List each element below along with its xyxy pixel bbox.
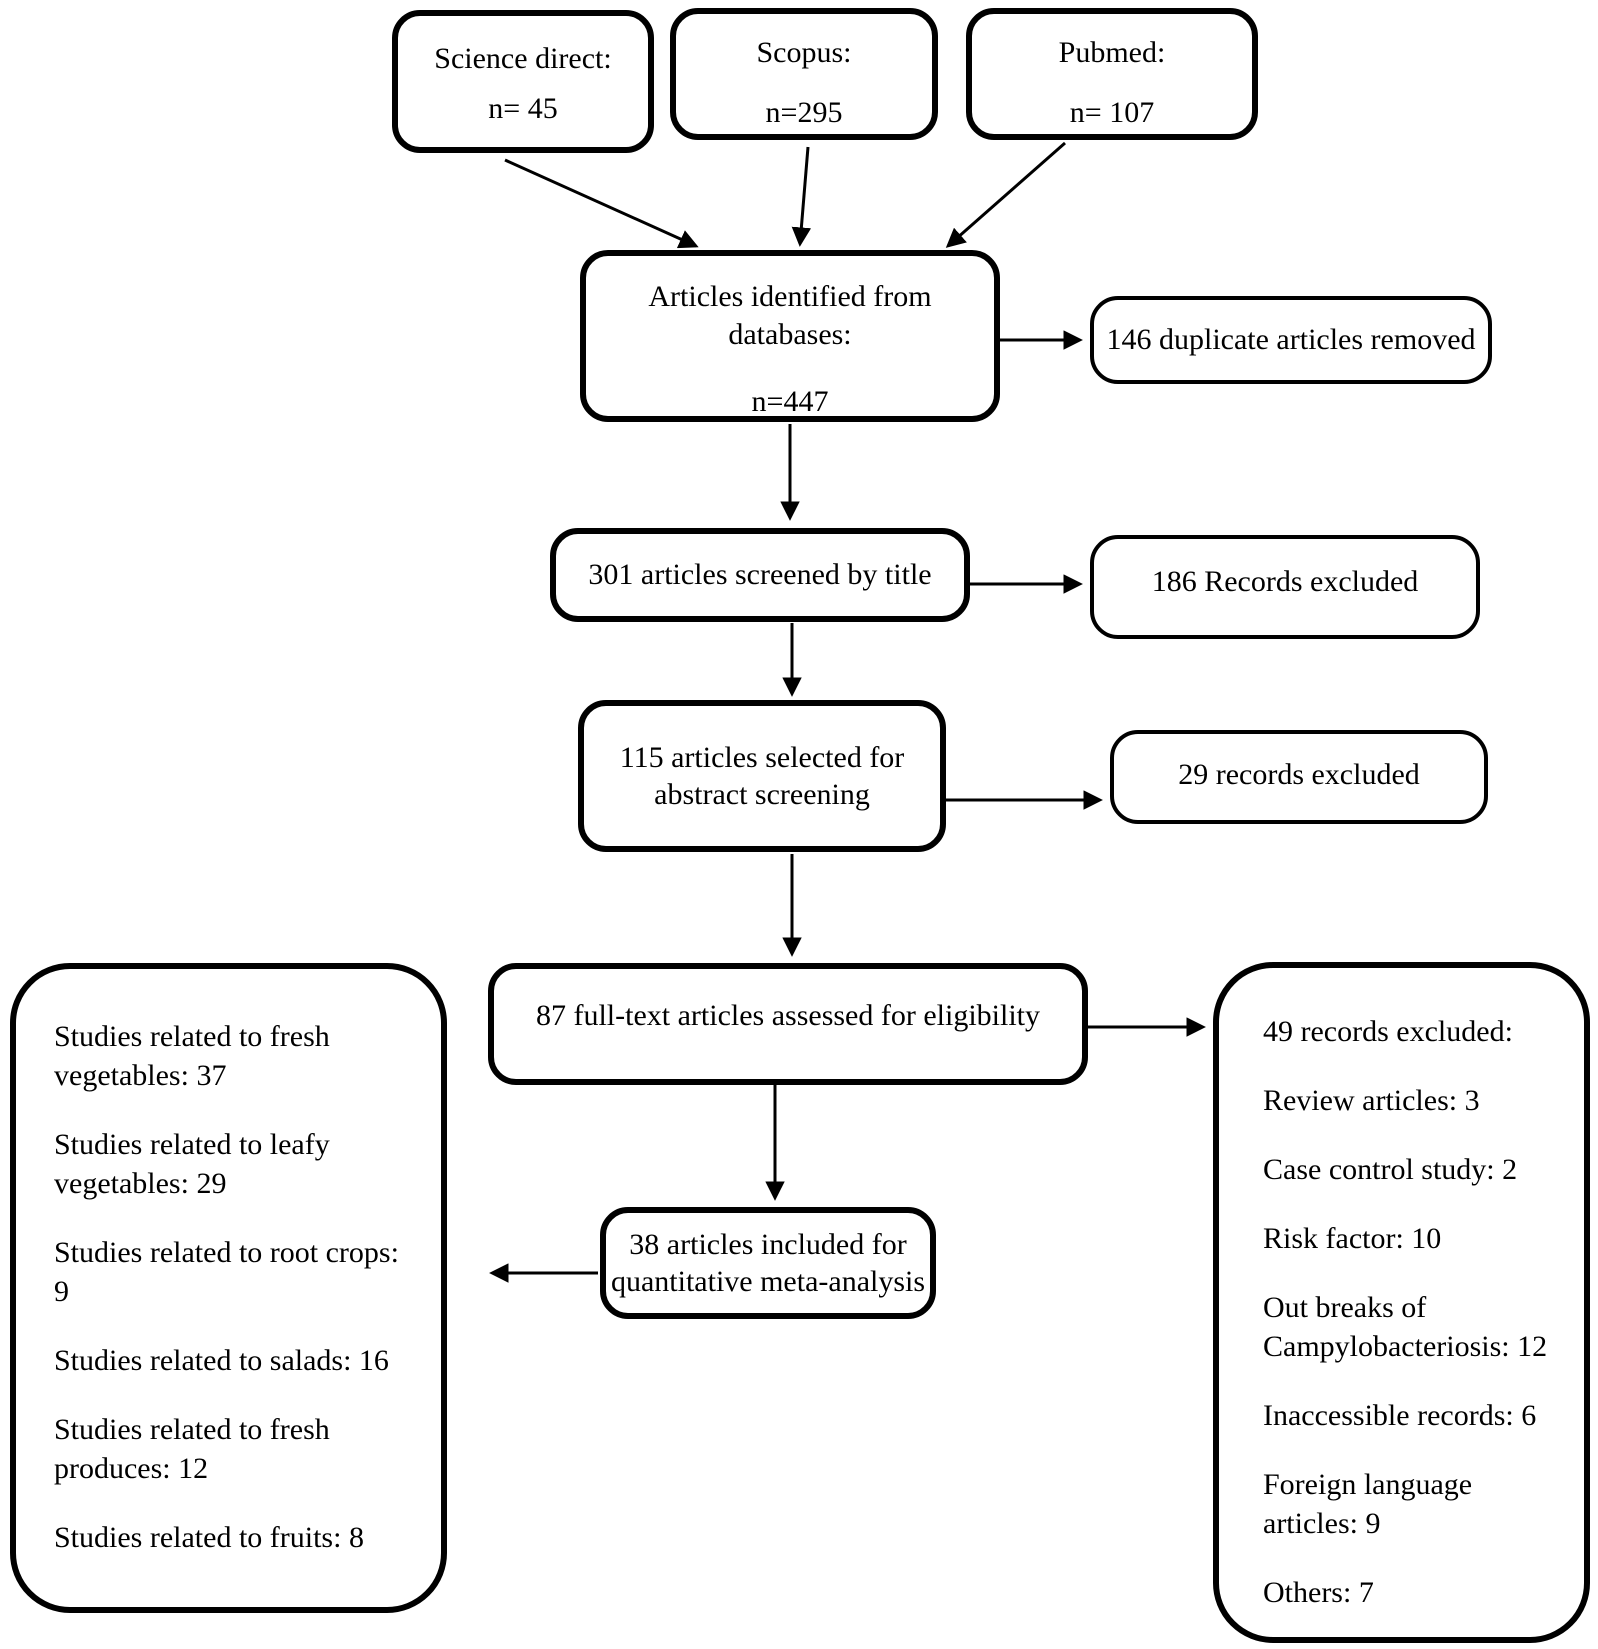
excluded-49-item: Out breaks of Campylobacteriosis: 12: [1263, 1291, 1548, 1363]
box-excluded-29: 29 records excluded: [1110, 730, 1488, 824]
excluded-49-item: Risk factor: 10: [1263, 1222, 1442, 1255]
excluded-186-text: 186 Records excluded: [1151, 565, 1419, 598]
study-category-item: Studies related to salads: 16: [54, 1344, 389, 1377]
included-meta-line1: 38 articles included for: [629, 1227, 907, 1261]
box-included-meta-analysis: 38 articles included for quantitative me…: [600, 1207, 936, 1319]
excluded-49-item: Review articles: 3: [1263, 1084, 1480, 1117]
box-articles-identified: Articles identified from databases: n=44…: [580, 250, 1000, 422]
scopus-count: n=295: [765, 95, 843, 129]
box-duplicates-removed: 146 duplicate articles removed: [1090, 296, 1492, 384]
study-category-item: Studies related to fruits: 8: [54, 1521, 364, 1554]
pubmed-count: n= 107: [1069, 95, 1155, 129]
excluded-49-item: Inaccessible records: 6: [1263, 1399, 1537, 1432]
included-meta-line2: quantitative meta-analysis: [610, 1265, 926, 1298]
excluded-49-item: Others: 7: [1263, 1576, 1374, 1609]
box-fulltext-eligibility: 87 full-text articles assessed for eligi…: [488, 963, 1088, 1085]
box-study-categories: Studies related to fresh vegetables: 37 …: [10, 963, 447, 1613]
fulltext-eligibility-text: 87 full-text articles assessed for eligi…: [535, 999, 1041, 1032]
scopus-label: Scopus:: [756, 36, 852, 69]
arrow-scopus-to-identified: [791, 146, 812, 247]
arrow-pubmed-to-identified: [945, 141, 1066, 248]
duplicates-removed-text: 146 duplicate articles removed: [1106, 323, 1476, 357]
box-abstract-screening: 115 articles selected for abstract scree…: [578, 700, 946, 852]
box-screened-by-title: 301 articles screened by title: [550, 528, 970, 622]
excluded-49-item: 49 records excluded:: [1263, 1015, 1513, 1048]
box-excluded-49: 49 records excluded: Review articles: 3 …: [1213, 962, 1590, 1643]
excluded-29-text: 29 records excluded: [1178, 758, 1420, 791]
science-direct-count: n= 45: [488, 91, 558, 125]
abstract-screening-line1: 115 articles selected for: [619, 740, 905, 774]
study-category-item: Studies related to leafy vegetables: 29: [54, 1128, 330, 1200]
box-excluded-186: 186 Records excluded: [1090, 535, 1480, 639]
abstract-screening-line2: abstract screening: [654, 778, 870, 811]
excluded-49-item: Case control study: 2: [1263, 1153, 1518, 1186]
study-category-item: Studies related to fresh produces: 12: [54, 1413, 330, 1485]
screened-by-title-text: 301 articles screened by title: [588, 558, 932, 592]
box-pubmed: Pubmed: n= 107: [966, 8, 1258, 140]
science-direct-label: Science direct:: [434, 42, 612, 75]
articles-identified-count: n=447: [751, 385, 829, 418]
articles-identified-text: Articles identified from databases:: [648, 280, 932, 351]
arrow-sciencedirect-to-identified: [504, 158, 699, 249]
box-scopus: Scopus: n=295: [670, 8, 938, 140]
box-science-direct: Science direct: n= 45: [392, 10, 654, 153]
excluded-49-item: Foreign language articles: 9: [1263, 1468, 1473, 1540]
study-category-item: Studies related to root crops: 9: [54, 1236, 399, 1308]
pubmed-label: Pubmed:: [1058, 36, 1166, 69]
study-category-item: Studies related to fresh vegetables: 37: [54, 1020, 330, 1092]
